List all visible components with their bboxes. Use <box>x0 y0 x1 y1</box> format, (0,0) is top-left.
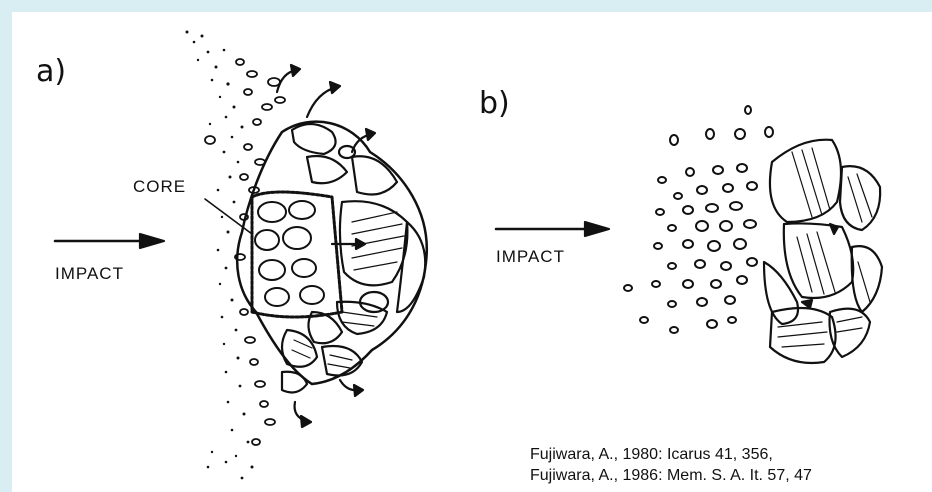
panel-b-label: b) <box>479 86 510 121</box>
citation-line-1: Fujiwara, A., 1980: Icarus 41, 356, <box>530 444 812 465</box>
impact-label-b: IMPACT <box>496 247 565 267</box>
citation-line-2: Fujiwara, A., 1986: Mem. S. A. It. 57, 4… <box>530 465 812 486</box>
figure-canvas: a) b) CORE IMPACT IMPACT Fujiwara, A., 1… <box>12 12 932 492</box>
impact-label-a: IMPACT <box>55 264 124 284</box>
core-label: CORE <box>133 177 186 197</box>
debris-chips-a <box>205 59 285 445</box>
panel-a-label: a) <box>36 54 66 89</box>
fragmentation-drawing <box>12 12 932 492</box>
panel-a-drawing <box>55 31 427 480</box>
impact-arrow-b <box>496 222 609 236</box>
fragment-cloud-b <box>624 106 773 333</box>
hatch-shading <box>292 212 404 368</box>
impact-arrow-a <box>55 234 164 248</box>
core-fragments <box>252 192 342 317</box>
citation: Fujiwara, A., 1980: Icarus 41, 356, Fuji… <box>530 444 812 486</box>
hatch-shading-b <box>778 148 872 347</box>
panel-b-drawing <box>496 106 882 363</box>
